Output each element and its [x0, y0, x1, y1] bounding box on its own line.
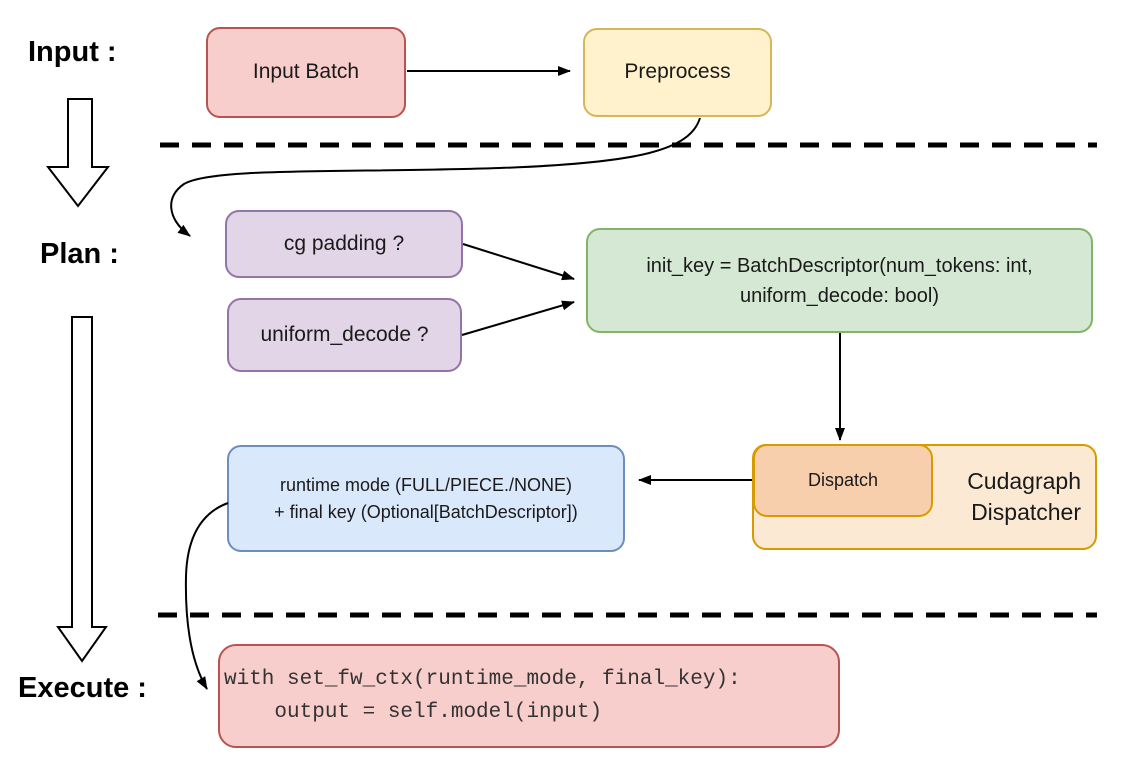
- node-dispatch: Dispatch: [753, 444, 933, 517]
- node-dispatch-label: Dispatch: [807, 470, 879, 491]
- node-cudagraph-dispatcher-line2: Dispatcher: [971, 499, 1081, 525]
- flow-arrow-plan-to-execute-icon: [56, 316, 108, 663]
- node-init-key-line1: init_key = BatchDescriptor(num_tokens: i…: [646, 254, 1033, 277]
- node-preprocess-label: Preprocess: [624, 60, 731, 84]
- node-uniform-decode: uniform_decode ?: [227, 298, 462, 372]
- execute-code-line2: output = self.model(input): [224, 701, 603, 724]
- node-runtime-mode: runtime mode (FULL/PIECE./NONE) + final …: [227, 445, 625, 552]
- node-uniform-decode-label: uniform_decode ?: [260, 322, 429, 346]
- node-cg-padding-label: cg padding ?: [283, 231, 405, 255]
- stage-label-input: Input :: [28, 36, 117, 68]
- arrow-uniformdecode-to-initkey: [461, 300, 575, 336]
- node-runtime-mode-line1: runtime mode (FULL/PIECE./NONE): [279, 474, 573, 495]
- node-cg-padding: cg padding ?: [225, 210, 463, 278]
- node-init-key: init_key = BatchDescriptor(num_tokens: i…: [586, 228, 1093, 333]
- arrow-cgpadding-to-initkey: [462, 243, 575, 281]
- stage-label-execute: Execute :: [18, 672, 147, 704]
- node-runtime-mode-line2: + final key (Optional[BatchDescriptor]): [274, 501, 578, 522]
- flow-arrow-input-to-plan-icon: [45, 98, 111, 208]
- node-execute-code: with set_fw_ctx(runtime_mode, final_key)…: [218, 644, 840, 748]
- node-cudagraph-dispatcher-line1: Cudagraph: [967, 468, 1081, 494]
- node-input-batch-label: Input Batch: [252, 60, 360, 84]
- stage-label-plan: Plan :: [40, 238, 119, 270]
- node-preprocess: Preprocess: [583, 28, 772, 117]
- execute-code-line1: with set_fw_ctx(runtime_mode, final_key)…: [224, 668, 741, 691]
- node-init-key-line2: uniform_decode: bool): [739, 284, 939, 307]
- node-input-batch: Input Batch: [206, 27, 406, 118]
